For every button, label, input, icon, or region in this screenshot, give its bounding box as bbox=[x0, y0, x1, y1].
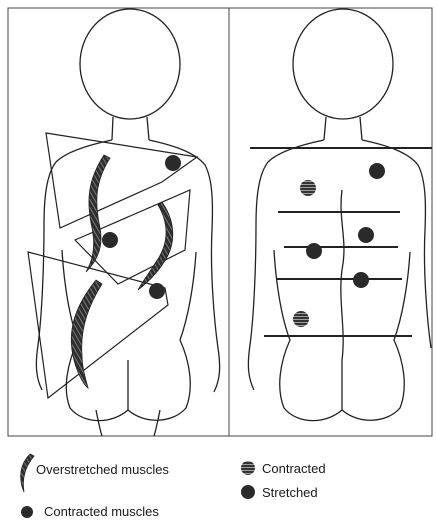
contracted-muscle-dot bbox=[149, 283, 165, 299]
overstretched-muscle-lower bbox=[71, 280, 102, 388]
stretched-dot bbox=[306, 243, 322, 259]
contracted-muscles-legend-label: Contracted muscles bbox=[44, 504, 159, 520]
overstretched-legend-label: Overstretched muscles bbox=[36, 462, 169, 478]
contracted-hatched-dot bbox=[293, 311, 309, 327]
contracted-muscle-dot bbox=[102, 232, 118, 248]
right-markers bbox=[293, 163, 385, 327]
left-overlay-frames bbox=[28, 133, 197, 398]
overstretched-muscle-icon bbox=[16, 452, 36, 496]
contracted-muscle-dot-icon bbox=[20, 505, 34, 519]
overstretched-muscle-middle bbox=[138, 202, 173, 290]
stretched-legend-label: Stretched bbox=[262, 485, 318, 501]
contracted-hatched-dot bbox=[300, 180, 316, 196]
left-body-outline bbox=[36, 9, 219, 436]
stretched-dot bbox=[358, 227, 374, 243]
stretched-dot bbox=[369, 163, 385, 179]
contracted-hatched-icon bbox=[240, 460, 256, 476]
overstretched-muscle-marks bbox=[71, 155, 173, 388]
contracted-legend-label: Contracted bbox=[262, 461, 326, 477]
stretched-dot-icon bbox=[240, 484, 256, 500]
contracted-muscle-dot bbox=[165, 155, 181, 171]
scoliosis-diagram bbox=[0, 0, 437, 440]
stretched-dot bbox=[353, 272, 369, 288]
right-body-outline bbox=[248, 9, 431, 421]
